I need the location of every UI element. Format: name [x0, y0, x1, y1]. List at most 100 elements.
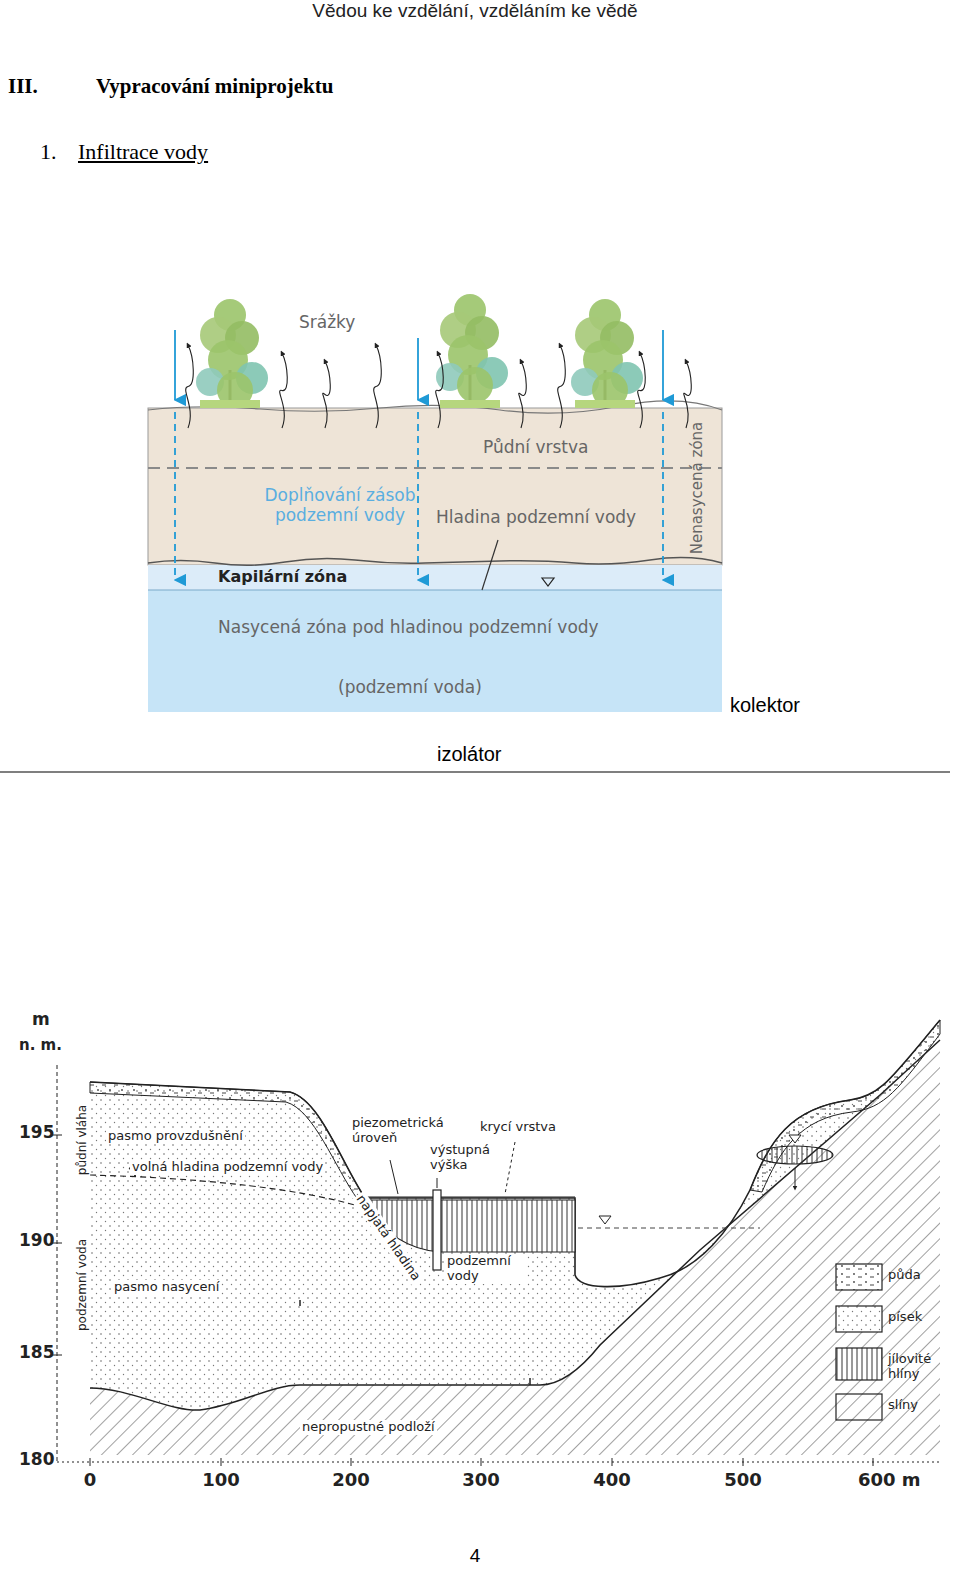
- text-label: podzemní vody: [445, 1254, 527, 1284]
- legend-swatch: [836, 1348, 882, 1380]
- zone-label: Kapilární zóna: [218, 568, 347, 586]
- axis-tick: [481, 1458, 482, 1466]
- legend-label: půda: [888, 1268, 948, 1283]
- axis-tick: [743, 1458, 744, 1466]
- distance-axis: [57, 1462, 940, 1463]
- infiltration-arrow: [174, 412, 176, 580]
- tree: [200, 400, 260, 408]
- legend-swatch: [836, 1394, 882, 1420]
- text-label: 500: [724, 1470, 762, 1491]
- text-label: podzemní voda: [76, 1237, 90, 1333]
- text-label: 0: [84, 1470, 97, 1491]
- text-label: 400: [593, 1470, 631, 1491]
- infiltration-arrow: [175, 330, 663, 580]
- text-label: Srážky: [299, 313, 355, 333]
- zone-band: Kapilární zóna: [148, 565, 722, 590]
- text-label: 100: [202, 1470, 240, 1491]
- legend-swatch: [836, 1394, 882, 1420]
- infiltration-arrow: [417, 412, 419, 580]
- text-label: 190: [19, 1231, 55, 1251]
- text-label: 300: [462, 1470, 500, 1491]
- text-label: Vědou ke vzdělání, vzděláním ke vědě: [312, 0, 637, 22]
- axis-tick: [90, 1458, 91, 1466]
- evaporation-arrow: [558, 345, 566, 428]
- text-label: volná hladina podzemní vody: [130, 1160, 325, 1175]
- saturated-band: [148, 590, 722, 712]
- tree: [457, 367, 493, 403]
- text-label: pasmo nasycení: [112, 1280, 221, 1295]
- legend-swatch: [836, 1394, 882, 1420]
- legend: [836, 1264, 882, 1420]
- zone-label: Doplňování zásob podzemní vody: [255, 486, 425, 525]
- infiltration-arrow: [662, 330, 664, 400]
- text-label: m: [32, 1010, 50, 1030]
- text-label: výstupná výška: [428, 1143, 502, 1173]
- zone-boundary: [148, 590, 722, 591]
- leader-line: [505, 1142, 515, 1194]
- legend-swatch: [836, 1264, 882, 1290]
- text-label: 4: [470, 1545, 481, 1567]
- legend-swatch: [836, 1348, 882, 1380]
- legend-swatch: [836, 1306, 882, 1332]
- water-level-symbol: [542, 578, 554, 586]
- evaporation-arrow: [186, 345, 194, 428]
- legend-label: písek: [888, 1310, 948, 1325]
- zone-label: (podzemní voda): [338, 678, 482, 698]
- leader-line: [482, 540, 498, 590]
- text-label: 180: [19, 1450, 55, 1470]
- separator-line: [0, 771, 950, 772]
- zone-label: Půdní vrstva: [483, 438, 588, 458]
- water-level-symbol: [599, 1216, 611, 1224]
- tree: [196, 294, 643, 408]
- tree: [575, 400, 635, 408]
- evaporation-arrow: [280, 353, 288, 428]
- axis-tick: [612, 1458, 613, 1466]
- evaporation-arrow: [323, 361, 331, 428]
- text-label: 1.: [40, 139, 57, 164]
- infiltration-illustration: [0, 294, 950, 772]
- infiltration-arrow: [662, 412, 664, 580]
- text-label: n. m.: [19, 1037, 62, 1054]
- evaporation-arrow: [519, 361, 527, 428]
- zone-label: Hladina podzemní vody: [436, 508, 636, 528]
- axis-tick: [221, 1458, 222, 1466]
- axis-tick: [52, 1135, 873, 1466]
- elevation-axis: [57, 1065, 58, 1462]
- river-water-level: [578, 1228, 760, 1229]
- infiltration-arrow: [174, 330, 176, 400]
- leader-line: [437, 1178, 438, 1188]
- text-label: 185: [19, 1343, 55, 1363]
- legend-swatch: [836, 1306, 882, 1332]
- text-label: III.: [8, 74, 38, 98]
- text-label: 200: [332, 1470, 370, 1491]
- text-label: 600 m: [858, 1470, 921, 1491]
- piezometric-level: [365, 1196, 575, 1197]
- legend-swatch: [836, 1348, 882, 1380]
- ground-surface: [90, 1020, 940, 1287]
- text-label: Infiltrace vody: [78, 139, 208, 164]
- well: [433, 1190, 441, 1270]
- tick: [299, 1300, 301, 1306]
- infiltration-arrow: [417, 338, 419, 400]
- capillary-band: [148, 565, 722, 590]
- text-label: izolátor: [437, 743, 501, 766]
- axis-tick: [351, 1458, 352, 1466]
- legend-swatch: [836, 1264, 882, 1290]
- text-label: nepropustné podloží: [300, 1420, 437, 1435]
- text-label: piezometrická úroveň: [350, 1116, 454, 1146]
- text-label: 195: [19, 1123, 55, 1143]
- legend-label: slíny: [888, 1398, 948, 1413]
- soil-boundary: [148, 467, 722, 469]
- legend-swatch: [836, 1264, 882, 1290]
- evaporation-arrow: [684, 361, 692, 428]
- evaporation-arrow: [186, 345, 692, 428]
- text-label: Vypracování miniprojektu: [96, 74, 333, 98]
- sand-ground: [90, 1020, 940, 1410]
- text-label: půdní vláha: [76, 1103, 90, 1177]
- zone-band: Nasycená zóna pod hladinou podzemní vody…: [148, 590, 722, 712]
- evaporation-arrow: [638, 353, 646, 428]
- evaporation-arrow: [374, 345, 382, 428]
- seepage-arrow: [795, 1168, 796, 1188]
- tick: [529, 1378, 531, 1385]
